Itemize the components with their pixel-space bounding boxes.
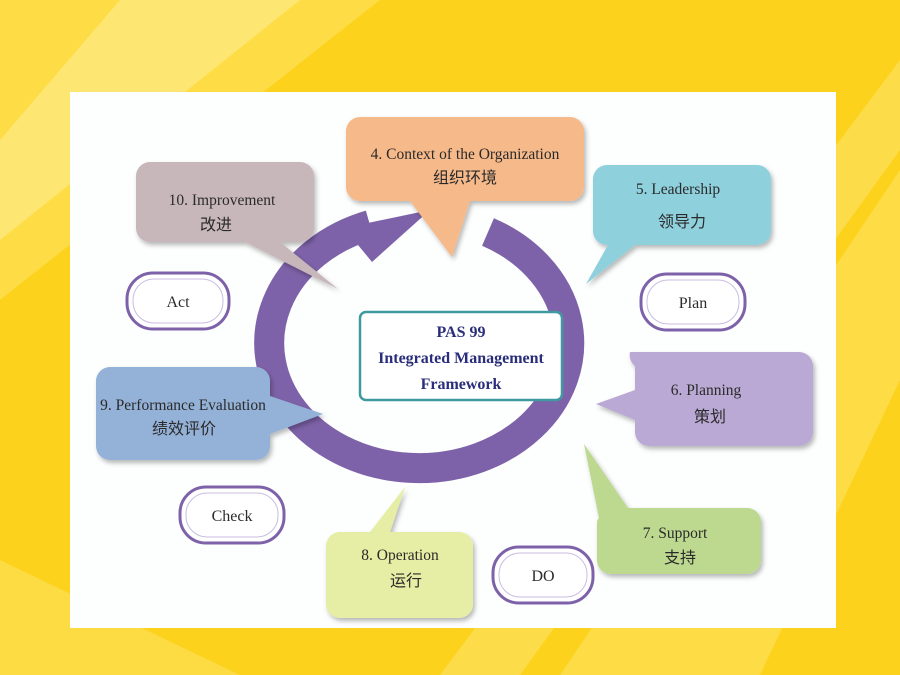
improvement-label-en: 10. Improvement	[169, 192, 276, 209]
diagram-panel: PAS 99 Integrated Management Framework 4…	[70, 92, 836, 628]
phase-check-label: Check	[212, 508, 253, 525]
pas99-cycle-diagram: PAS 99 Integrated Management Framework 4…	[96, 117, 813, 618]
cycle-arrow	[254, 210, 585, 484]
planning-label-zh: 策划	[694, 407, 726, 426]
phase-do-label: DO	[531, 568, 554, 585]
phase-act-label: Act	[166, 294, 190, 311]
leadership-label-en: 5. Leadership	[636, 181, 721, 198]
context-label-zh: 组织环境	[433, 168, 497, 187]
cycle-arrowhead	[344, 210, 430, 262]
center-title-line1: PAS 99	[436, 324, 485, 341]
phase-plan: Plan	[639, 272, 747, 332]
planning-label-en: 6. Planning	[671, 382, 742, 399]
center-box: PAS 99 Integrated Management Framework	[358, 310, 564, 402]
bubble-performance: 9. Performance Evaluation 绩效评价	[96, 367, 323, 460]
center-title-line2: Integrated Management	[378, 350, 544, 367]
bubble-leadership: 5. Leadership 领导力	[586, 165, 771, 284]
context-label-en: 4. Context of the Organization	[371, 146, 560, 163]
phase-act: Act	[125, 271, 231, 331]
bubble-support: 7. Support 支持	[584, 444, 761, 574]
bubble-operation: 8. Operation 运行	[326, 487, 473, 618]
center-title-line3: Framework	[421, 376, 502, 393]
leadership-label-zh: 领导力	[658, 212, 706, 231]
improvement-label-zh: 改进	[200, 215, 232, 234]
operation-label-zh: 运行	[390, 571, 422, 590]
support-label-en: 7. Support	[643, 525, 708, 542]
performance-label-en: 9. Performance Evaluation	[100, 397, 266, 414]
phase-do: DO	[491, 545, 595, 605]
support-label-zh: 支持	[664, 548, 696, 567]
bubble-context: 4. Context of the Organization 组织环境	[346, 117, 584, 257]
operation-label-en: 8. Operation	[361, 547, 439, 564]
bubble-planning: 6. Planning 策划	[596, 352, 813, 446]
cycle-ring	[254, 210, 585, 484]
phase-check: Check	[178, 485, 286, 545]
bubble-improvement: 10. Improvement 改进	[136, 162, 338, 289]
phase-plan-label: Plan	[679, 295, 707, 312]
performance-label-zh: 绩效评价	[152, 419, 216, 438]
